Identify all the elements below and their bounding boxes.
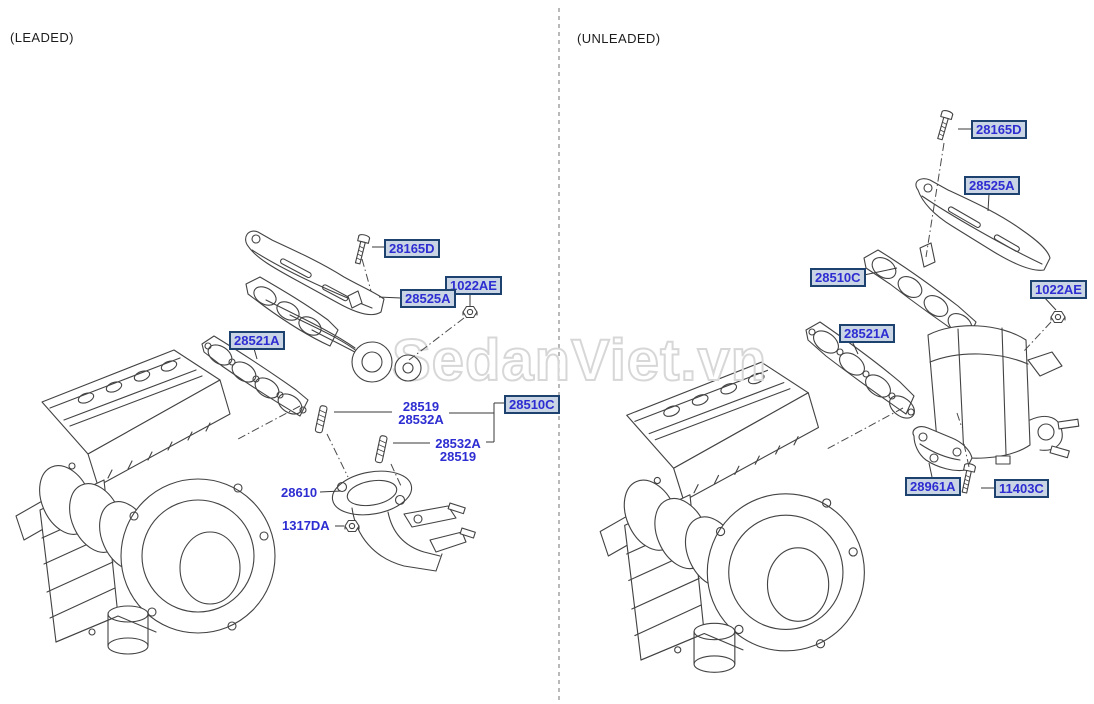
part-label-unleaded-11403C[interactable]: 11403C [994,479,1049,498]
unleaded-mounting-bolt-icon [934,109,954,142]
leaded-stud-upper-icon [314,404,328,434]
part-label-leaded-28165D[interactable]: 28165D [384,239,440,258]
part-label-leaded-28521A[interactable]: 28521A [229,331,285,350]
part-label-unleaded-28961A[interactable]: 28961A [905,477,961,496]
unleaded-exhaust-manifold-drawing [863,242,1080,465]
part-label-leaded-stud-lower[interactable]: 28532A 28519 [430,437,486,463]
leader-lines [252,128,1057,527]
leaded-mounting-bolt-icon [351,233,371,266]
part-label-unleaded-28521A[interactable]: 28521A [839,324,895,343]
assembly-axis-lines [237,142,1052,487]
part-label-leaded-28525A[interactable]: 28525A [400,289,456,308]
part-label-unleaded-28165D[interactable]: 28165D [971,120,1027,139]
part-label-leaded-1317DA[interactable]: 1317DA [282,518,330,533]
leaded-section-title: (LEADED) [10,30,74,45]
part-label-leaded-28510C[interactable]: 28510C [504,395,560,414]
unleaded-engine-drawing [599,361,865,673]
part-label-leaded-28519-upper[interactable]: 28519 [402,399,440,414]
unleaded-support-bracket-drawing [912,426,973,472]
part-label-unleaded-1022AE[interactable]: 1022AE [1030,280,1087,299]
part-label-leaded-28610[interactable]: 28610 [281,485,318,500]
leaded-exhaust-manifold-drawing [245,276,422,383]
part-label-unleaded-28525A[interactable]: 28525A [964,176,1020,195]
part-label-leaded-stud-upper[interactable]: 28519 28532A [390,400,452,426]
part-label-leaded-1022AE[interactable]: 1022AE [445,276,502,295]
leaded-stud-lower-icon [374,434,388,464]
leaded-front-pipe-drawing [331,470,476,572]
leaded-front-pipe-nut-icon [344,519,360,533]
leaded-manifold-gasket-drawing [201,335,309,417]
leaded-flange-nut-icon [462,305,478,319]
part-label-leaded-28532A-lower[interactable]: 28532A [435,436,481,451]
unleaded-flange-nut-icon [1050,310,1066,324]
leaded-engine-drawing [15,349,276,655]
unleaded-heat-shield-drawing [915,178,1051,271]
part-label-leaded-28519-lower[interactable]: 28519 [439,449,477,464]
unleaded-section-title: (UNLEADED) [577,31,661,46]
part-label-leaded-28532A-upper[interactable]: 28532A [398,412,444,427]
watermark: SedanViet.vn [392,328,767,393]
part-label-unleaded-28510C[interactable]: 28510C [810,268,866,287]
